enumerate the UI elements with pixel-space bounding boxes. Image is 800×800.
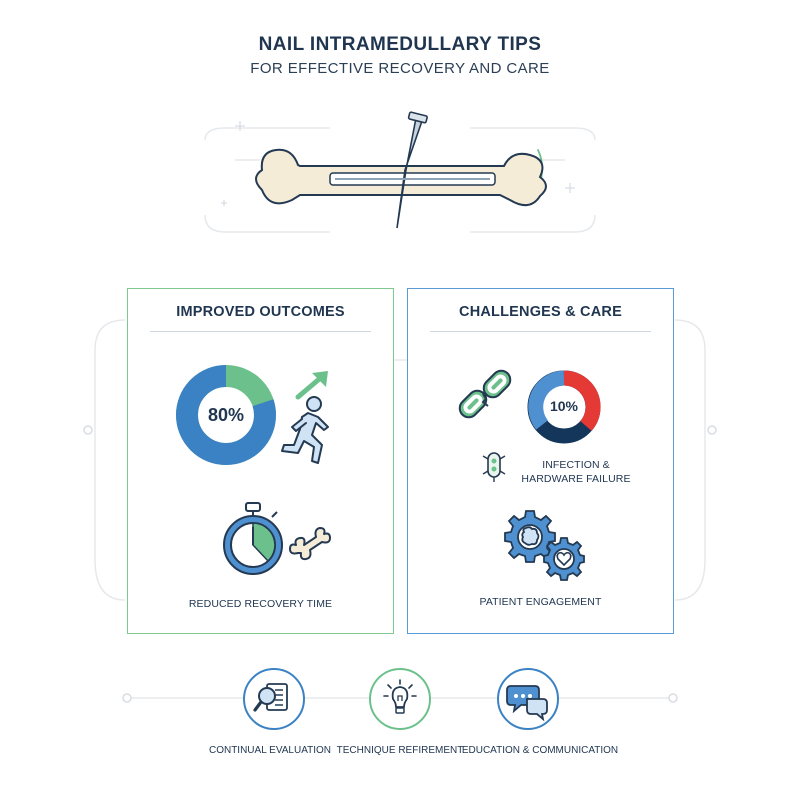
trend-up-arrow-icon	[295, 371, 328, 400]
footer-label-evaluation: CONTINUAL EVALUATION	[208, 745, 332, 756]
lightbulb-icon	[383, 679, 417, 714]
footer-circle-technique	[369, 668, 431, 730]
panel-title: IMPROVED OUTCOMES	[176, 304, 345, 320]
panel-divider	[150, 331, 371, 332]
broken-chain-icon	[458, 369, 512, 419]
document-magnifier-icon	[253, 683, 288, 712]
risk-label-line1: INFECTION &	[542, 459, 610, 471]
alert-device-icon	[482, 452, 506, 482]
running-person-icon	[281, 396, 329, 464]
reduced-recovery-caption: REDUCED RECOVERY TIME	[188, 598, 333, 610]
bone-with-nail-icon	[255, 111, 547, 229]
challenges-donut-label: 10%	[549, 398, 579, 414]
panel-title: CHALLENGES & CARE	[459, 304, 622, 320]
outcomes-donut-chart	[176, 365, 276, 465]
challenges-donut-chart	[527, 370, 601, 444]
footer-circle-education	[497, 668, 559, 730]
page-subtitle: FOR EFFECTIVE RECOVERY AND CARE	[250, 60, 550, 77]
stopwatch-icon	[223, 502, 283, 575]
chat-bubbles-icon	[506, 685, 548, 722]
gears-brain-heart-icon	[504, 510, 585, 581]
panel-improved-outcomes: IMPROVED OUTCOMES 80% REDUCED RECOVERY T…	[127, 288, 394, 634]
panel-challenges-care: CHALLENGES & CARE 10% INFECTION & HARDWA…	[407, 288, 674, 634]
patient-engagement-caption: PATIENT ENGAGEMENT	[479, 596, 602, 608]
outcomes-donut-label: 80%	[207, 405, 245, 425]
page-title: NAIL INTRAMEDULLARY TIPS	[258, 34, 542, 55]
risk-label-line2: HARDWARE FAILURE	[521, 473, 631, 485]
footer-label-technique: TECHNIQUE REFIREMENT	[336, 745, 464, 756]
bone-icon	[289, 527, 331, 561]
footer-circle-evaluation	[243, 668, 305, 730]
footer-label-education: EDUCATION & COMMUNICATION	[461, 745, 619, 756]
panel-divider	[430, 331, 651, 332]
